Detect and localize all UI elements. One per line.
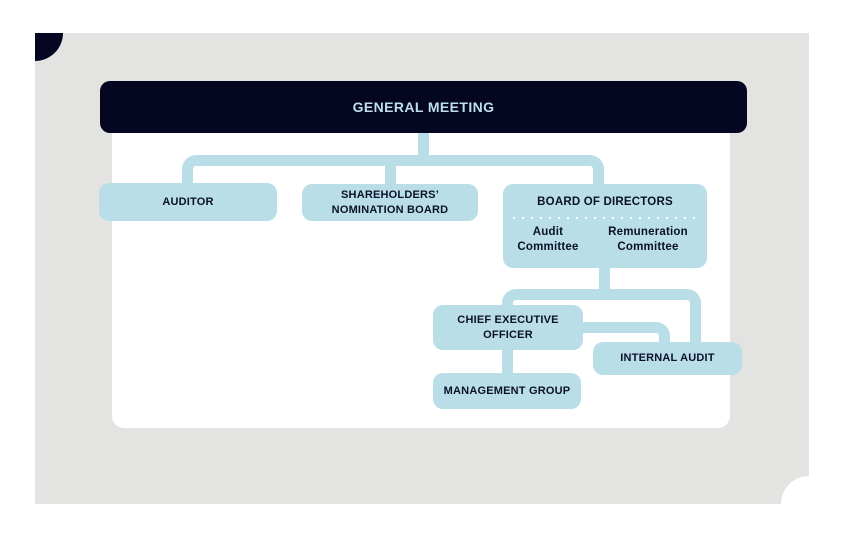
node-auditor: AUDITOR [99, 183, 277, 221]
general-meeting-label: GENERAL MEETING [352, 99, 495, 115]
ceo-label: CHIEF EXECUTIVE OFFICER [457, 314, 559, 341]
node-general-meeting: GENERAL MEETING [100, 81, 747, 133]
audit-committee-label: Audit Committee [517, 225, 579, 253]
node-internal-audit: INTERNAL AUDIT [593, 342, 742, 375]
node-board-of-directors: BOARD OF DIRECTORS Audit Committee Remun… [503, 184, 707, 268]
dotted-separator [513, 216, 697, 219]
connector-general-meeting-drop [418, 130, 429, 161]
nomination-board-label: SHAREHOLDERS’ NOMINATION BOARD [331, 189, 449, 216]
auditor-label: AUDITOR [162, 195, 214, 208]
node-management-group: MANAGEMENT GROUP [433, 373, 581, 409]
connector-ceo-management-group [502, 348, 513, 375]
node-chief-executive-officer: CHIEF EXECUTIVE OFFICER [433, 305, 583, 350]
connector-board-drop [599, 268, 610, 296]
connector-nomination-board-drop [385, 160, 396, 188]
remuneration-committee-label: Remuneration Committee [608, 225, 688, 253]
board-of-directors-label: BOARD OF DIRECTORS [537, 196, 673, 208]
node-shareholders-nomination-board: SHAREHOLDERS’ NOMINATION BOARD [302, 184, 478, 221]
committees-row: Audit Committee Remuneration Committee [515, 225, 695, 255]
management-group-label: MANAGEMENT GROUP [443, 384, 571, 397]
internal-audit-label: INTERNAL AUDIT [620, 352, 715, 365]
connector-ceo-internal-audit [575, 322, 670, 346]
